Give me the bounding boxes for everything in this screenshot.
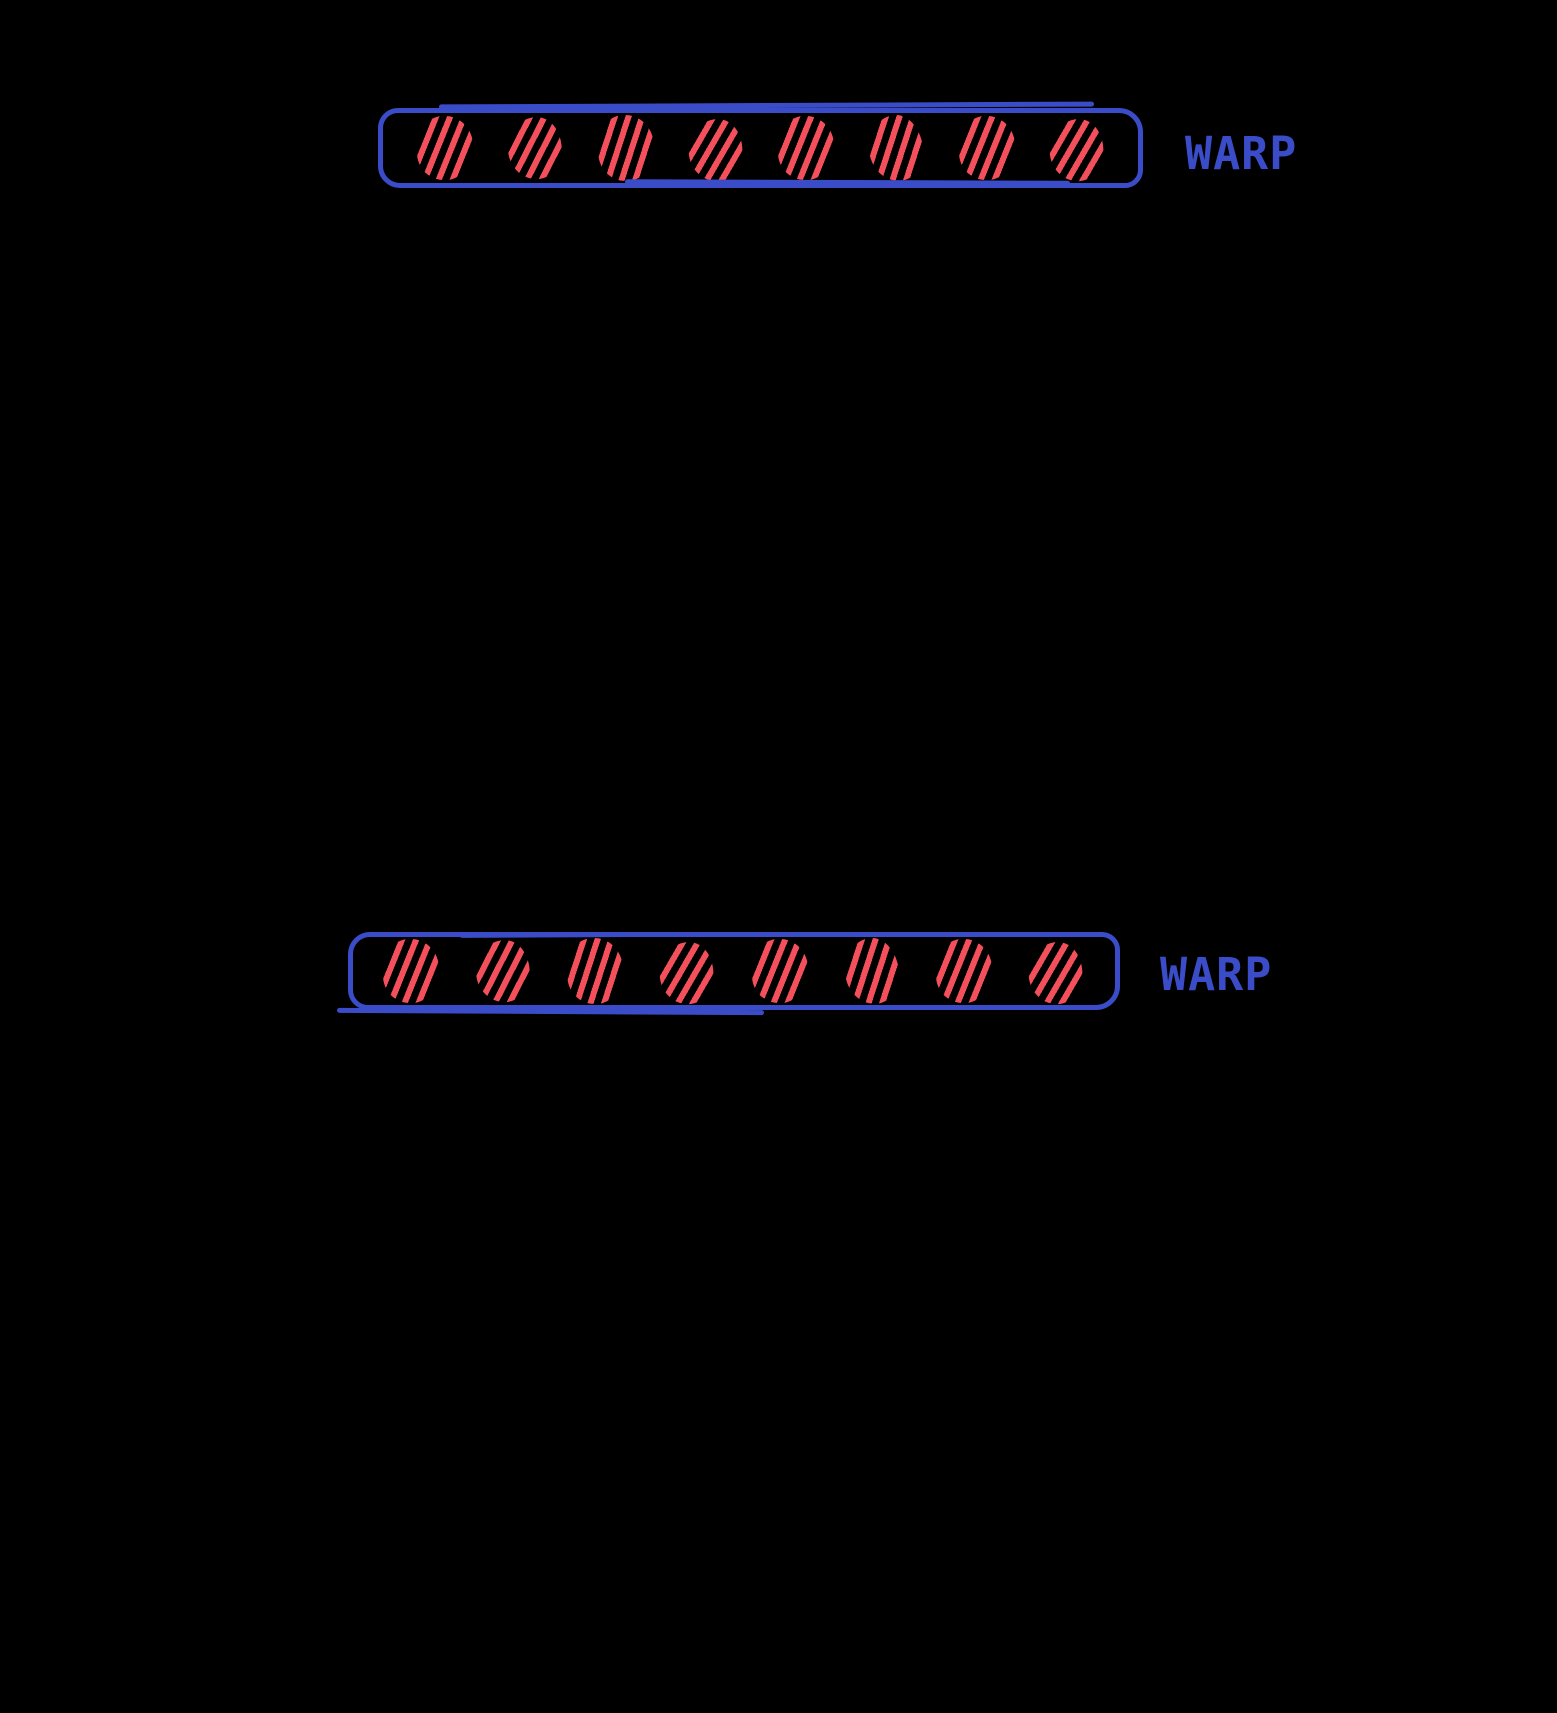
- thread-icon: [935, 939, 992, 1003]
- warp-box: [378, 108, 1143, 188]
- warp-label: WARP: [1160, 947, 1273, 1001]
- thread-icon: [383, 939, 439, 1003]
- thread-icon: [656, 938, 719, 1008]
- thread-icon: [778, 116, 835, 180]
- thread-icon: [751, 939, 808, 1003]
- thread-icon: [565, 936, 626, 1006]
- thread-icon: [958, 116, 1015, 180]
- thread-icon: [1024, 938, 1087, 1008]
- thread-icon: [842, 936, 901, 1006]
- thread-icon: [417, 116, 473, 180]
- warp-row: WARP: [378, 108, 1297, 188]
- thread-icon: [1045, 115, 1108, 185]
- thread-icon: [684, 115, 747, 185]
- thread-icon: [595, 113, 656, 183]
- warp-box: [348, 932, 1120, 1010]
- thread-icon: [505, 114, 565, 182]
- thread-icon: [867, 113, 926, 183]
- thread-icon: [473, 937, 533, 1005]
- warp-row: WARP: [348, 932, 1272, 1010]
- warp-label: WARP: [1185, 126, 1298, 180]
